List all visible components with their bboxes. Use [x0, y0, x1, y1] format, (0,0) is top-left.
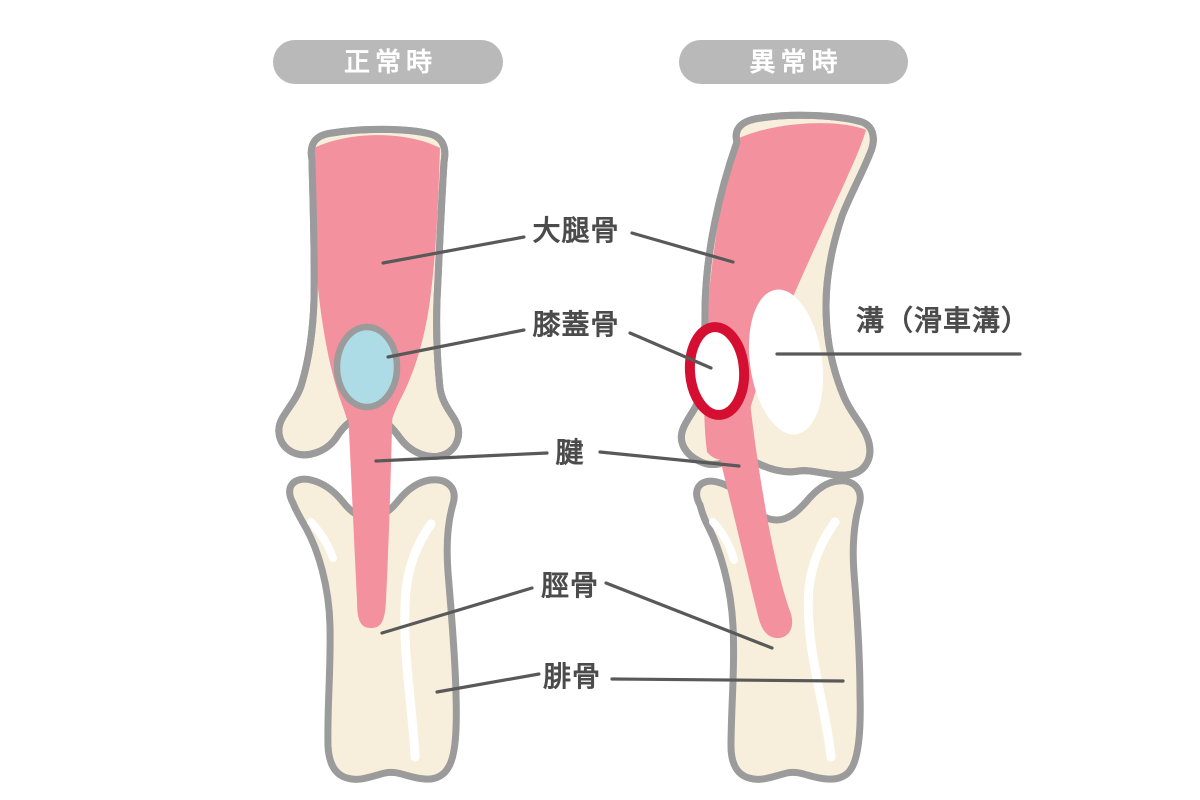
- tibia-highlight-abnormal: [709, 518, 738, 564]
- patellar-tendon-abnormal: [705, 394, 793, 639]
- label-tendon: 腱: [555, 437, 585, 468]
- leader-fibula-left: [435, 672, 541, 694]
- leader-femur-right: [630, 231, 735, 264]
- label-patella: 膝蓋骨: [532, 309, 620, 340]
- leader-tibia-right: [604, 581, 774, 650]
- patella-normal: [333, 323, 401, 411]
- label-tibia: 脛骨: [540, 570, 600, 601]
- badge-normal: 正常時: [273, 40, 503, 84]
- tibia-highlight-normal: [307, 518, 337, 562]
- leader-tendon-left: [374, 451, 549, 463]
- panel-abnormal: [677, 111, 877, 783]
- femur-outline-normal: [275, 125, 462, 460]
- label-groove: 溝（滑車溝）: [856, 305, 1031, 336]
- empty-trochlear-groove: [748, 289, 824, 435]
- dislocated-patella-ring: [684, 322, 750, 420]
- patellar-tendon-normal: [347, 390, 393, 628]
- panel-normal: [275, 125, 462, 783]
- leader-lines: [374, 231, 1022, 694]
- leader-tibia-left: [380, 586, 534, 635]
- leader-tendon-right: [598, 450, 741, 468]
- leader-femur-left: [381, 235, 526, 265]
- fibula-divider-stripe-normal: [400, 519, 436, 762]
- label-fibula: 腓骨: [542, 661, 602, 692]
- leader-patella-right: [628, 331, 713, 370]
- leader-fibula-right: [610, 677, 845, 683]
- fibula-divider-stripe-abnormal: [803, 517, 840, 762]
- label-femur: 大腿骨: [532, 215, 620, 246]
- leader-patella-left: [386, 328, 526, 359]
- badge-abnormal: 異常時: [679, 40, 908, 84]
